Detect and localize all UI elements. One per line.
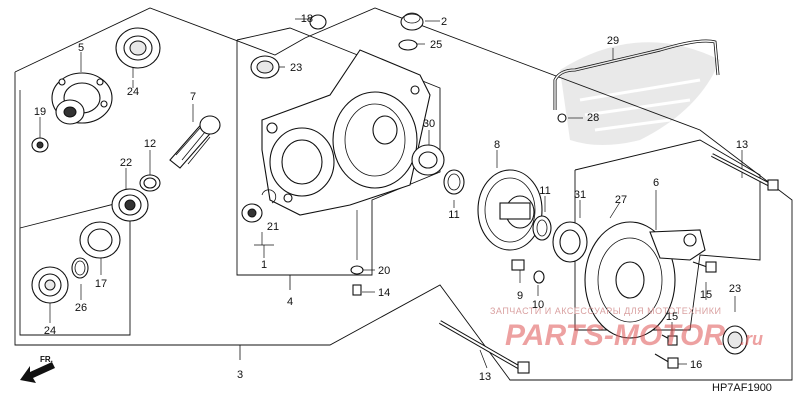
part-13-stud-upper	[711, 153, 779, 191]
part-8-ring-gear	[477, 169, 543, 251]
callout-31: 31	[574, 189, 586, 201]
assembly-frame-6	[574, 139, 761, 331]
part-17-locknut	[79, 221, 121, 259]
part-29-breather-tube	[553, 39, 720, 110]
callout-13-lower: 13	[479, 371, 491, 383]
part-22-bearing	[111, 188, 149, 222]
part-15-bolt-a	[692, 261, 717, 273]
part-18-cap	[309, 14, 327, 30]
callout-30: 30	[423, 118, 435, 130]
watermark-tagline: ЗАПЧАСТИ И АКСЕССУАРЫ ДЛЯ МОТОТЕХНИКИ	[490, 306, 721, 316]
part-7-pinion-gear	[169, 115, 221, 169]
part-31-bearing	[552, 221, 588, 263]
callout-labels: 18 2 25 23 5 24 19 7 12 22 17 26 24 30 2…	[34, 13, 748, 383]
callout-13-upper: 13	[736, 139, 748, 151]
front-arrow-icon	[20, 362, 55, 383]
part-21-bushings	[241, 189, 277, 223]
callout-11-left: 11	[448, 209, 459, 221]
callout-12: 12	[144, 138, 156, 150]
callout-2: 2	[441, 16, 447, 28]
callout-23-top: 23	[290, 62, 302, 74]
callout-20: 20	[378, 265, 390, 277]
part-9-plug	[511, 259, 525, 271]
part-11-shim-left	[443, 169, 465, 195]
watermark-wing	[560, 42, 720, 145]
part-12-collar	[139, 174, 161, 192]
callout-25: 25	[430, 39, 442, 51]
assembly-frame-left	[19, 90, 131, 336]
part-28-clip	[557, 113, 567, 123]
callout-22: 22	[120, 157, 132, 169]
part-15-bolt-b	[661, 334, 678, 346]
part-11-shim-right	[532, 215, 552, 241]
diagram-code: HP7AF1900	[712, 382, 772, 394]
part-14-bolt	[352, 284, 362, 296]
callout-23-right: 23	[729, 283, 741, 295]
callout-11-right: 11	[539, 185, 550, 197]
leader-lines	[39, 18, 743, 369]
callout-28: 28	[587, 112, 599, 124]
callout-16: 16	[690, 359, 702, 371]
part-30-bearing	[411, 144, 445, 176]
callout-21: 21	[267, 221, 279, 233]
front-label: FR.	[40, 355, 53, 364]
part-19-nut	[31, 137, 49, 153]
callout-8: 8	[494, 139, 500, 151]
callout-4: 4	[287, 296, 293, 308]
part-5-flange-hub	[51, 72, 113, 125]
callout-1: 1	[261, 259, 267, 271]
callout-26: 26	[75, 302, 87, 314]
callout-5: 5	[78, 42, 84, 54]
callout-27: 27	[615, 194, 627, 206]
callout-19: 19	[34, 106, 46, 118]
callout-6: 6	[653, 177, 659, 189]
callout-10: 10	[532, 299, 544, 311]
callout-29: 29	[607, 35, 619, 47]
part-4-gear-case	[261, 49, 431, 216]
callout-3: 3	[237, 369, 243, 381]
watermark-brand: PARTS-MOTOR	[505, 319, 725, 352]
part-26-oring	[71, 257, 89, 279]
callout-7: 7	[190, 91, 196, 103]
callout-18: 18	[301, 13, 313, 25]
part-20-washer	[350, 265, 364, 275]
part-23-seal-right	[722, 325, 748, 355]
part-27-cover	[584, 221, 706, 339]
callout-15-right: 15	[700, 289, 712, 301]
part-23-seal-top	[250, 55, 280, 79]
part-13-stud-lower	[439, 320, 530, 374]
callout-9: 9	[517, 290, 523, 302]
part-25-washer	[398, 39, 418, 51]
part-10-washer	[533, 270, 545, 284]
part-24-oil-seal-lower	[31, 266, 69, 304]
part-2-breather	[400, 12, 424, 31]
callout-17: 17	[95, 278, 107, 290]
watermark-domain: .ru	[740, 329, 763, 349]
part-24-oil-seal-upper	[115, 27, 161, 69]
part-16-bolt	[654, 353, 679, 369]
callout-14: 14	[378, 287, 390, 299]
callout-24-bottom: 24	[44, 325, 56, 337]
callout-24-top: 24	[127, 86, 139, 98]
callout-15-lower: 15	[666, 311, 678, 323]
assembly-frame-3	[14, 7, 793, 381]
